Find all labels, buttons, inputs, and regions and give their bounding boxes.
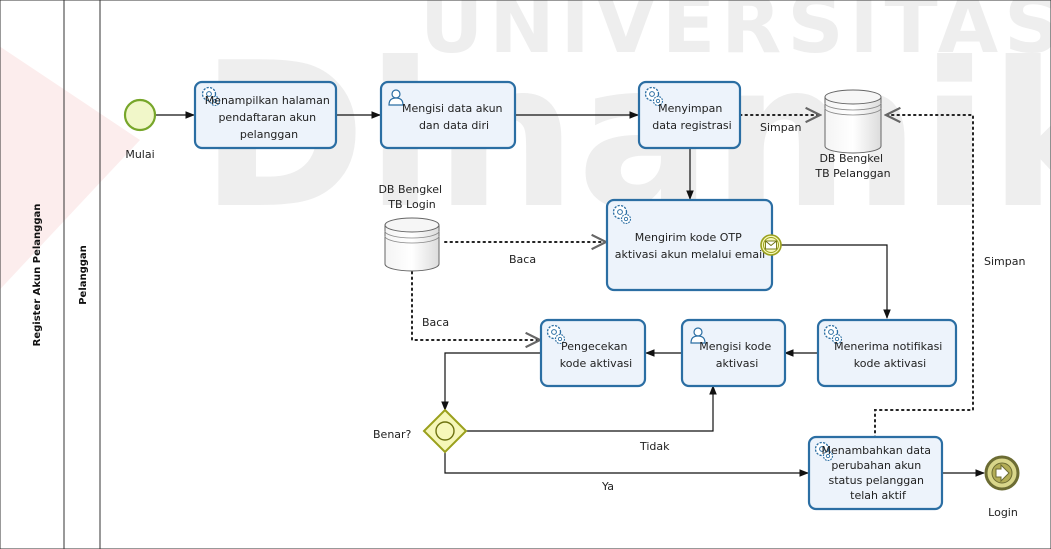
gateway-label: Benar?: [373, 428, 412, 441]
start-event: Mulai: [123, 98, 157, 161]
task-t4-label: Mengirim kode OTP aktivasi akun melalui …: [615, 231, 765, 261]
task-t8-label: Menambahkan data perubahan akun status p…: [821, 444, 934, 502]
flow-t4-t5: [780, 244, 891, 319]
flow-gateway-tidak: [465, 385, 717, 432]
task-t5-label: Menerima notifikasi kode aktivasi: [834, 340, 946, 370]
message-boundary-event: [760, 234, 782, 256]
task-t7-label: Pengecekan kode aktivasi: [560, 340, 632, 370]
exclusive-gateway: Benar?: [373, 408, 468, 454]
watermark-logo: [0, 46, 140, 290]
datastore-pelanggan: DB Bengkel TB Pelanggan: [814, 89, 891, 180]
label-simpan-2: Simpan: [984, 255, 1025, 268]
lane-title: Pelanggan: [78, 245, 89, 305]
task-t2: Mengisi data akun dan data diri: [379, 80, 517, 150]
assoc-db-t7: [411, 271, 540, 340]
task-t5: Menerima notifikasi kode aktivasi: [816, 318, 958, 388]
datastore-login-label: DB Bengkel TB Login: [378, 183, 445, 211]
task-t3: Menyimpan data registrasi: [637, 80, 742, 150]
watermark: UNIVERSITAS Dinamika: [0, 0, 1051, 290]
label-ya: Ya: [601, 480, 614, 493]
task-t1: Menampilkan halaman pendaftaran akun pel…: [193, 80, 338, 150]
sequence-flows: [156, 111, 985, 477]
pool-title: Register Akun Pelanggan: [32, 204, 43, 347]
start-label: Mulai: [125, 148, 154, 161]
task-t3-label: Menyimpan data registrasi: [652, 102, 731, 132]
task-t6-label: Mengisi kode aktivasi: [699, 340, 775, 370]
task-t4: Mengirim kode OTP aktivasi akun melalui …: [605, 198, 774, 292]
task-t1-label: Menampilkan halaman pendaftaran akun pel…: [205, 94, 334, 141]
flow-gateway-ya: [444, 451, 809, 477]
task-t6: Mengisi kode aktivasi: [680, 318, 787, 388]
task-t2-label: Mengisi data akun dan data diri: [402, 102, 506, 132]
end-event: Login: [984, 455, 1020, 519]
label-baca-1: Baca: [509, 253, 536, 266]
task-t8: Menambahkan data perubahan akun status p…: [807, 435, 944, 511]
data-associations: [411, 115, 974, 439]
end-label: Login: [988, 506, 1018, 519]
watermark-line1: UNIVERSITAS: [420, 0, 1051, 71]
task-t7: Pengecekan kode aktivasi: [539, 318, 647, 388]
datastore-login: DB Bengkel TB Login: [378, 183, 445, 272]
assoc-t8-db: [874, 115, 974, 439]
datastore-pelanggan-label: DB Bengkel TB Pelanggan: [814, 152, 890, 180]
flow-t7-gateway: [441, 352, 540, 411]
label-tidak: Tidak: [639, 440, 670, 453]
label-baca-2: Baca: [422, 316, 449, 329]
label-simpan-1: Simpan: [760, 121, 801, 134]
flow-labels: Simpan Simpan Baca Baca Tidak Ya: [422, 121, 1025, 493]
